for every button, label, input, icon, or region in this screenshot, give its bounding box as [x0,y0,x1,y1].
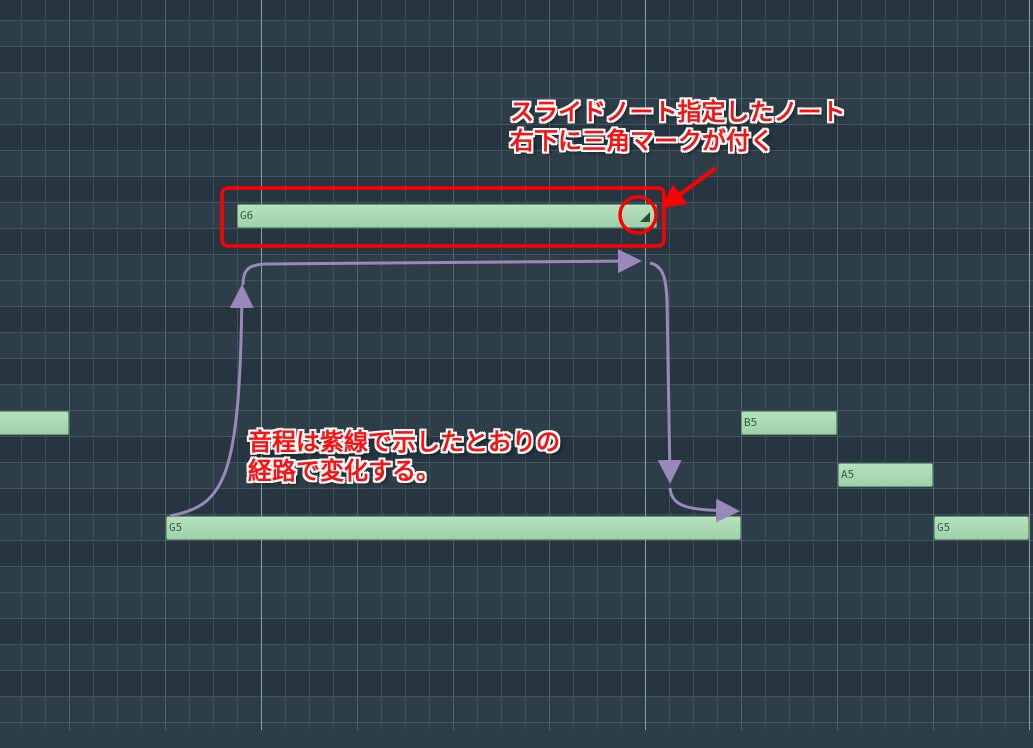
key-row [0,436,1033,462]
grid-line [117,0,118,730]
slide-note-callout: スライドノート指定したノート 右下に三角マークが付く [510,98,846,156]
note-g5-end[interactable]: G5 [934,516,1029,540]
key-row [0,280,1033,306]
key-row [0,150,1033,176]
key-row [0,332,1033,358]
grid-line [165,0,166,730]
slide-triangle-icon [640,212,650,222]
grid-line [573,0,574,730]
grid-line [1005,0,1006,730]
callout-line: 右下に三角マークが付く [510,127,774,155]
key-row [0,228,1033,254]
note-b5[interactable]: B5 [741,411,837,435]
note-g5[interactable]: G5 [166,516,741,540]
key-row [0,410,1033,436]
grid-line [765,0,766,730]
grid-line [837,0,838,730]
key-row [0,72,1033,98]
pitch-path [169,249,740,523]
grid-line [621,0,622,730]
callout-line: スライドノート指定したノート [510,98,846,126]
key-row [0,124,1033,150]
note-a5[interactable]: A5 [838,463,933,487]
key-row [0,254,1033,280]
callout-line: 音程は紫線で示したとおりの [248,428,560,456]
grid-line [813,0,814,730]
grid-line [189,0,190,730]
key-row [0,592,1033,618]
grid-line [501,0,502,730]
key-row [0,696,1033,722]
grid-line [477,0,478,730]
grid-line [333,0,334,730]
annotation-overlay [169,166,740,523]
grid-line [525,0,526,730]
bar-line [1029,0,1030,730]
grid-line [405,0,406,730]
grid-line [597,0,598,730]
key-row [0,618,1033,644]
grid-line [957,0,958,730]
bar-line [261,0,262,730]
highlight-circle [618,195,658,235]
note-label: G5 [937,521,951,534]
grid-line [309,0,310,730]
note-label: B5 [744,416,758,429]
grid-line [693,0,694,730]
pitch-path-fall [649,261,682,484]
grid-line [861,0,862,730]
grid-line [45,0,46,730]
key-row [0,384,1033,410]
note-label: G5 [169,521,183,534]
note-partial-left[interactable] [0,411,69,435]
key-row [0,644,1033,670]
pitch-callout: 音程は紫線で示したとおりの 経路で変化する。 [248,428,560,486]
grid-line [381,0,382,730]
grid-line [909,0,910,730]
pitch-path-top [241,249,642,286]
key-row [0,98,1033,124]
pointer-arrow [660,166,718,209]
grid-line [357,0,358,730]
key-row [0,358,1033,384]
note-label: A5 [841,468,855,481]
grid-line [93,0,94,730]
pitch-path-end [668,487,740,523]
key-row [0,566,1033,592]
key-row [0,46,1033,72]
grid-line [933,0,934,730]
note-label: G6 [240,209,254,222]
grid-line [141,0,142,730]
key-row [0,540,1033,566]
grid-line [21,0,22,730]
pitch-path-rise [169,284,254,518]
key-row [0,306,1033,332]
key-row [0,670,1033,696]
key-row [0,488,1033,514]
callout-line: 経路で変化する。 [248,457,440,485]
bar-line [645,0,646,730]
grid-line [717,0,718,730]
grid-line [213,0,214,730]
grid-line [981,0,982,730]
key-row [0,0,1033,20]
key-row [0,20,1033,46]
grid-line [741,0,742,730]
grid-line [885,0,886,730]
grid-line [789,0,790,730]
highlight-box [220,186,666,248]
grid-line [237,0,238,730]
note-g6-slide[interactable]: G6 [237,204,657,228]
grid-line [549,0,550,730]
grid-line [285,0,286,730]
grid-line [453,0,454,730]
grid-line [69,0,70,730]
grid-line [429,0,430,730]
